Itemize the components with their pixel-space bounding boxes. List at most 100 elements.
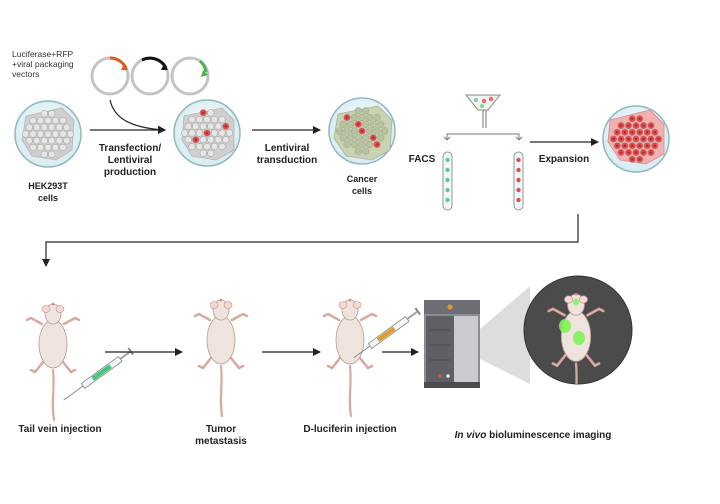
cell	[214, 136, 222, 144]
cell	[188, 115, 196, 124]
label-cancer-cells: Cancer cells	[346, 174, 378, 196]
cell	[210, 115, 219, 124]
cell	[362, 107, 370, 115]
signal-head	[573, 298, 579, 306]
cell	[59, 143, 67, 152]
cell	[40, 110, 48, 118]
green-cell-dot	[445, 167, 450, 173]
cell	[210, 129, 219, 137]
cell	[207, 136, 215, 144]
signal-lung-right	[573, 331, 585, 345]
red-cell-dot	[516, 197, 521, 203]
cell	[377, 134, 385, 142]
cell	[335, 127, 344, 135]
cell	[373, 113, 381, 122]
cell	[207, 149, 215, 157]
cell	[188, 129, 196, 137]
cell	[184, 122, 192, 130]
label-tumor-metastasis: Tumor metastasis	[195, 424, 247, 447]
cell	[48, 123, 56, 131]
cell	[199, 122, 207, 130]
cell	[44, 130, 52, 138]
cell	[369, 120, 377, 128]
dish-expansion	[602, 105, 670, 173]
syringe-tail-vein	[63, 347, 134, 401]
cell	[25, 123, 33, 131]
cell	[66, 130, 75, 138]
cell	[195, 115, 204, 124]
cell	[225, 129, 234, 137]
cell	[51, 130, 60, 138]
cell	[362, 147, 370, 155]
label-hek293t: HEK293T cells	[28, 181, 68, 203]
cell	[343, 140, 351, 149]
cell	[29, 116, 37, 125]
label-transfection: Transfection/ Lentiviral production	[98, 143, 162, 178]
mouse-tail	[219, 364, 224, 418]
cell	[40, 150, 48, 158]
label-in-vivo-imaging: In vivo bioluminescence imaging	[448, 430, 618, 442]
label-tail-vein-injection: Tail vein injection	[18, 424, 102, 435]
mouse-body	[38, 319, 68, 369]
cell	[210, 142, 219, 151]
mouse-luciferin	[322, 298, 378, 418]
dish-hek293t	[14, 100, 82, 168]
cell	[350, 127, 359, 135]
cell	[36, 116, 45, 125]
cell	[218, 129, 226, 137]
dish-transfected	[173, 99, 241, 167]
cell	[365, 127, 374, 135]
cell	[55, 137, 63, 145]
mouse-tail	[574, 362, 579, 384]
return-arrow	[42, 214, 579, 267]
facs-split-bracket	[446, 133, 520, 140]
cell	[48, 137, 56, 145]
red-cell-dot	[516, 157, 521, 163]
cell	[33, 123, 41, 131]
cell	[214, 122, 222, 130]
cell	[380, 127, 389, 135]
cell	[343, 127, 351, 135]
cell	[180, 129, 189, 137]
cell	[203, 115, 211, 124]
cell	[373, 127, 381, 135]
cell	[207, 109, 215, 117]
cell	[358, 140, 366, 149]
imaging-beam	[458, 286, 530, 384]
cell	[350, 140, 359, 149]
red-cell-dot	[516, 187, 521, 193]
cell	[59, 116, 67, 125]
cell	[48, 110, 56, 118]
label-lentiviral-transduction: Lentiviral transduction	[256, 143, 318, 166]
cell	[203, 142, 211, 151]
cell	[350, 113, 359, 122]
cell	[207, 122, 215, 130]
signal-lung-left	[559, 319, 571, 333]
cell	[29, 130, 37, 138]
cell	[347, 120, 355, 128]
cell	[339, 120, 347, 128]
vector-circle-green	[170, 56, 210, 96]
cell	[354, 134, 362, 142]
label-d-luciferin-injection: D-luciferin injection	[303, 424, 397, 435]
cell	[63, 123, 71, 131]
green-cell-dot	[445, 197, 450, 203]
plasmid-vectors	[90, 56, 210, 96]
cell	[199, 149, 207, 157]
cell	[354, 147, 362, 155]
cell	[40, 123, 48, 131]
cell	[48, 150, 56, 158]
cell	[218, 142, 226, 151]
cell	[347, 134, 355, 142]
cell	[29, 143, 37, 152]
mouse-body	[335, 315, 365, 365]
bioluminescence-view	[523, 275, 633, 385]
vector-arc-black	[141, 56, 168, 69]
cell	[44, 116, 52, 125]
red-cell-dot	[516, 167, 521, 173]
facs-sorter	[442, 94, 524, 211]
cell	[59, 130, 67, 138]
mouse-tail	[348, 364, 353, 418]
cell	[40, 137, 48, 145]
